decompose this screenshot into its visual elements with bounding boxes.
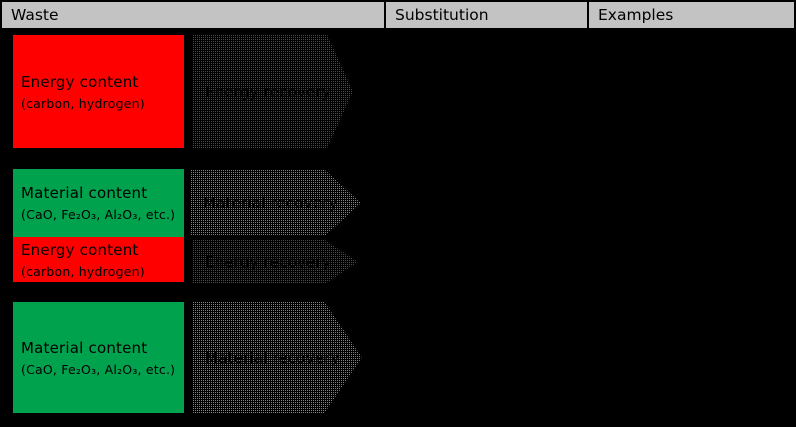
- material-content-box: Material content (CaO, Fe₂O₃, Al₂O₃, etc…: [13, 302, 184, 413]
- box-subtitle: (carbon, hydrogen): [21, 263, 145, 279]
- box-subtitle: (carbon, hydrogen): [21, 95, 145, 111]
- arrow-label: Material recovery: [203, 194, 338, 212]
- material-content-box: Material content (CaO, Fe₂O₃, Al₂O₃, etc…: [13, 169, 184, 237]
- arrow-label: Energy recovery: [205, 253, 331, 271]
- energy-content-box: Energy content (carbon, hydrogen): [13, 237, 184, 282]
- header-cell-waste: Waste: [2, 2, 386, 28]
- energy-recovery-arrow: Energy recovery: [192, 240, 358, 284]
- arrow-label: Energy recovery: [205, 82, 331, 101]
- box-title: Material content: [21, 184, 148, 202]
- material-recovery-arrow: Material recovery: [192, 302, 362, 413]
- energy-content-box: Energy content (carbon, hydrogen): [13, 35, 184, 148]
- energy-recovery-arrow: Energy recovery: [192, 35, 353, 148]
- box-subtitle: (CaO, Fe₂O₃, Al₂O₃, etc.): [21, 361, 176, 377]
- table-header: Waste Substitution Examples: [0, 0, 796, 30]
- box-title: Energy content: [21, 240, 139, 259]
- box-subtitle: (CaO, Fe₂O₃, Al₂O₃, etc.): [21, 207, 176, 222]
- material-recovery-arrow: Material recovery: [190, 170, 361, 236]
- arrow-label: Material recovery: [205, 348, 340, 367]
- header-cell-examples: Examples: [598, 6, 674, 24]
- box-title: Material content: [21, 338, 148, 357]
- header-cell-substitution: Substitution: [386, 2, 589, 28]
- box-title: Energy content: [21, 72, 139, 91]
